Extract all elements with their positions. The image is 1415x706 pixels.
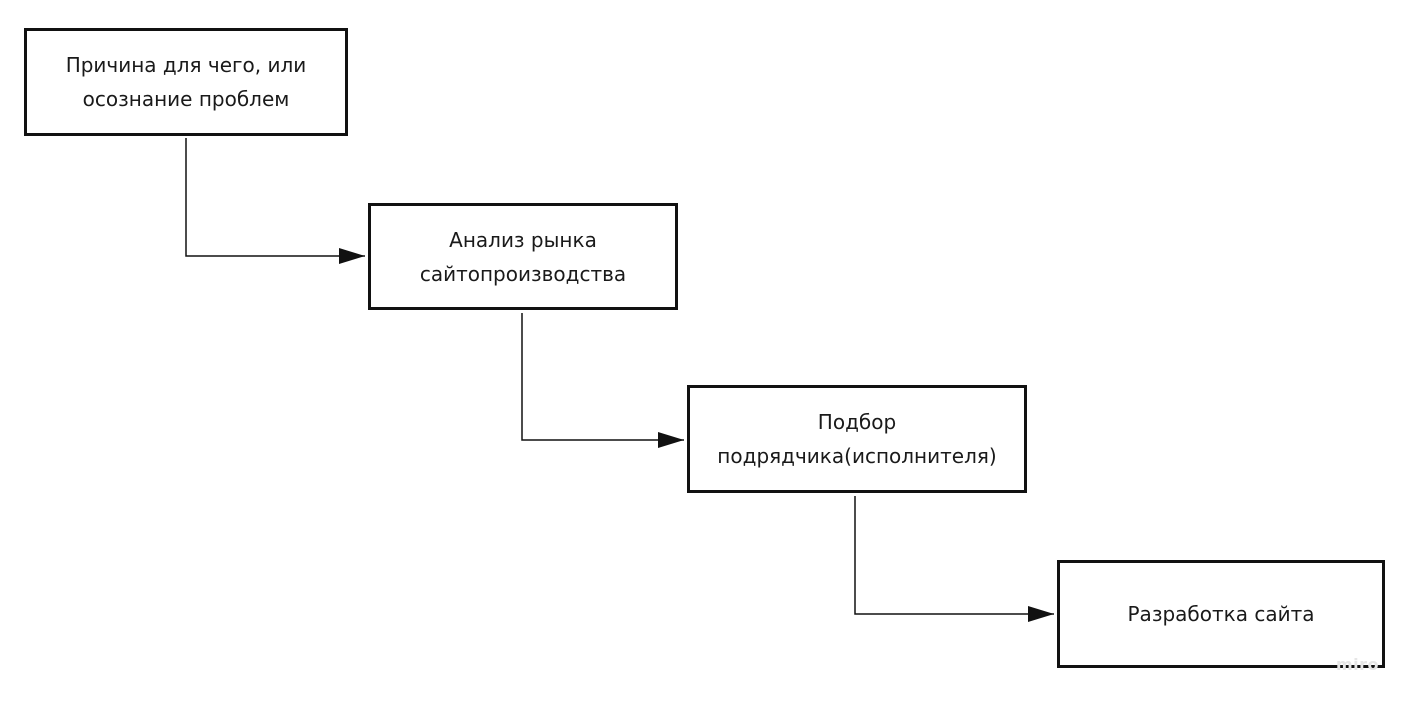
node-label: Подбор подрядчика(исполнителя) — [717, 410, 997, 468]
node-contractor-selection[interactable]: Подбор подрядчика(исполнителя) — [687, 385, 1027, 493]
node-label: Причина для чего, или осознание проблем — [65, 53, 307, 111]
node-market-analysis[interactable]: Анализ рынка сайтопроизводства — [368, 203, 678, 310]
node-label: Разработка сайта — [1127, 602, 1315, 626]
node-site-development[interactable]: Разработка сайта — [1057, 560, 1385, 668]
miro-watermark: miro — [1336, 655, 1380, 674]
connector-n1-n2[interactable] — [185, 138, 365, 264]
connector-n2-n3[interactable] — [521, 313, 684, 448]
node-problem-awareness[interactable]: Причина для чего, или осознание проблем — [24, 28, 348, 136]
connector-n3-n4[interactable] — [854, 496, 1054, 622]
node-label: Анализ рынка сайтопроизводства — [419, 227, 627, 286]
